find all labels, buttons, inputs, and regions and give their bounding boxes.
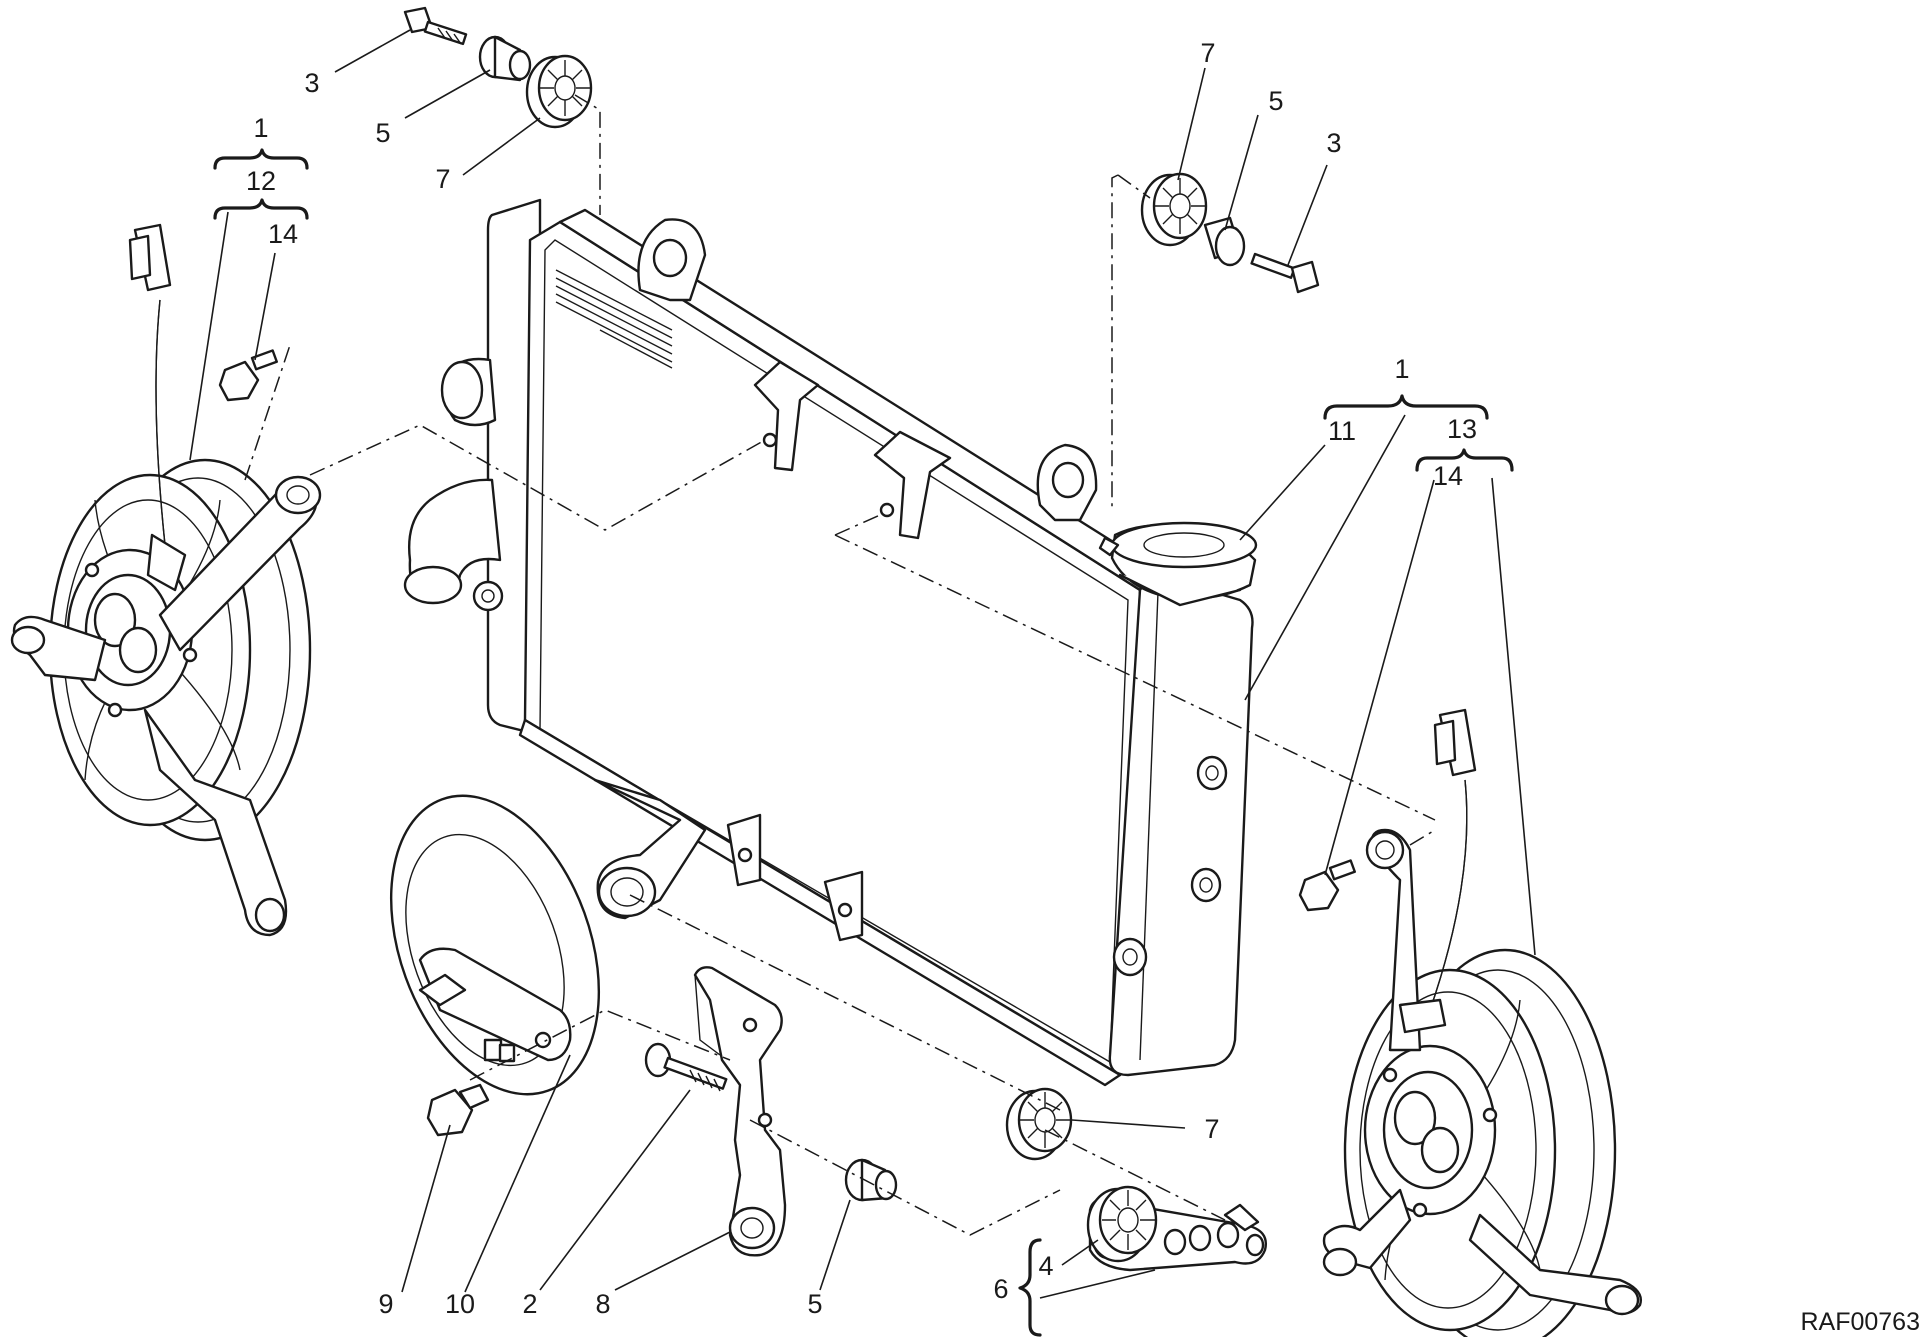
horn-bracket xyxy=(693,966,787,1257)
callout-1-left: 1 xyxy=(253,113,268,143)
bolt-left-fan xyxy=(218,349,278,402)
callout-8: 8 xyxy=(595,1289,610,1319)
fan-assembly-right xyxy=(1322,708,1642,1342)
callout-leaders xyxy=(189,29,1536,1299)
callout-labels: 1 12 14 3 5 7 7 5 3 1 11 13 14 7 9 10 2 … xyxy=(246,38,1477,1319)
horn xyxy=(389,794,601,1096)
callout-5-bottom: 5 xyxy=(807,1289,822,1319)
screw-top-left xyxy=(403,6,468,46)
callout-7-top: 7 xyxy=(435,164,450,194)
screw-top-right xyxy=(1250,252,1320,294)
radiator xyxy=(403,198,1254,1087)
callout-5-top: 5 xyxy=(375,118,390,148)
grommet-top-right xyxy=(1140,172,1208,247)
fan-assembly-left xyxy=(10,223,322,937)
callout-12: 12 xyxy=(246,166,276,196)
callout-14-left: 14 xyxy=(268,219,298,249)
callout-2: 2 xyxy=(522,1289,537,1319)
bushing-top xyxy=(478,35,532,82)
callout-1-right: 1 xyxy=(1394,354,1409,384)
callout-3-top: 3 xyxy=(304,68,319,98)
callout-5-top-right: 5 xyxy=(1268,86,1283,116)
horn-bracket-screw xyxy=(644,1042,728,1092)
callout-11: 11 xyxy=(1328,416,1356,446)
callout-14-right: 14 xyxy=(1433,461,1463,491)
radiator-fins xyxy=(555,269,673,369)
callout-9: 9 xyxy=(378,1289,393,1319)
drawing-code: RAF00763 xyxy=(1800,1308,1920,1336)
callout-3-top-right: 3 xyxy=(1326,128,1341,158)
callout-13: 13 xyxy=(1447,414,1477,444)
callout-braces xyxy=(213,148,1514,1337)
callout-10: 10 xyxy=(445,1289,475,1319)
grommet-top xyxy=(525,54,593,129)
radiator-cap xyxy=(1098,521,1258,607)
horn-bolt xyxy=(426,1083,490,1137)
grommet-bottom xyxy=(1005,1087,1073,1161)
callout-7-bottom: 7 xyxy=(1204,1114,1219,1144)
assembly-centerlines xyxy=(244,94,1436,1236)
callout-6: 6 xyxy=(993,1274,1008,1304)
bushing-bottom xyxy=(844,1158,898,1202)
gear-4 xyxy=(1086,1185,1158,1263)
callout-7-top-right: 7 xyxy=(1200,38,1215,68)
bushing-top-right xyxy=(1203,216,1246,267)
callout-4: 4 xyxy=(1038,1251,1053,1281)
